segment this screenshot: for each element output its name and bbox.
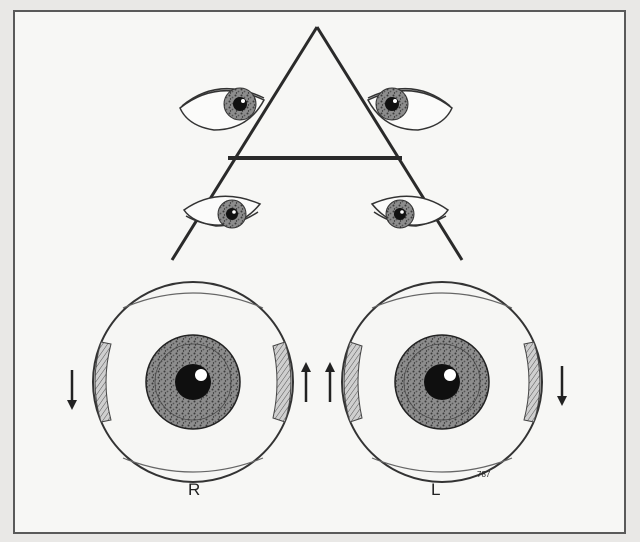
arrow-down-icon [557,366,567,406]
a-pattern-right-line [317,27,462,260]
arrow-down-icon [67,370,77,410]
arrow-up-icon [301,362,311,402]
arrow-up-icon [325,362,335,402]
eye-icon [368,88,452,130]
eyeball-icon [93,282,293,482]
right-eye-label: R [188,480,200,500]
eye-icon [180,88,264,130]
eye-icon [372,196,448,228]
a-pattern-left-line [172,27,317,260]
left-eye-label: L [431,480,440,500]
figure-code-label: 787 [477,470,490,479]
eyeball-icon [342,282,542,482]
